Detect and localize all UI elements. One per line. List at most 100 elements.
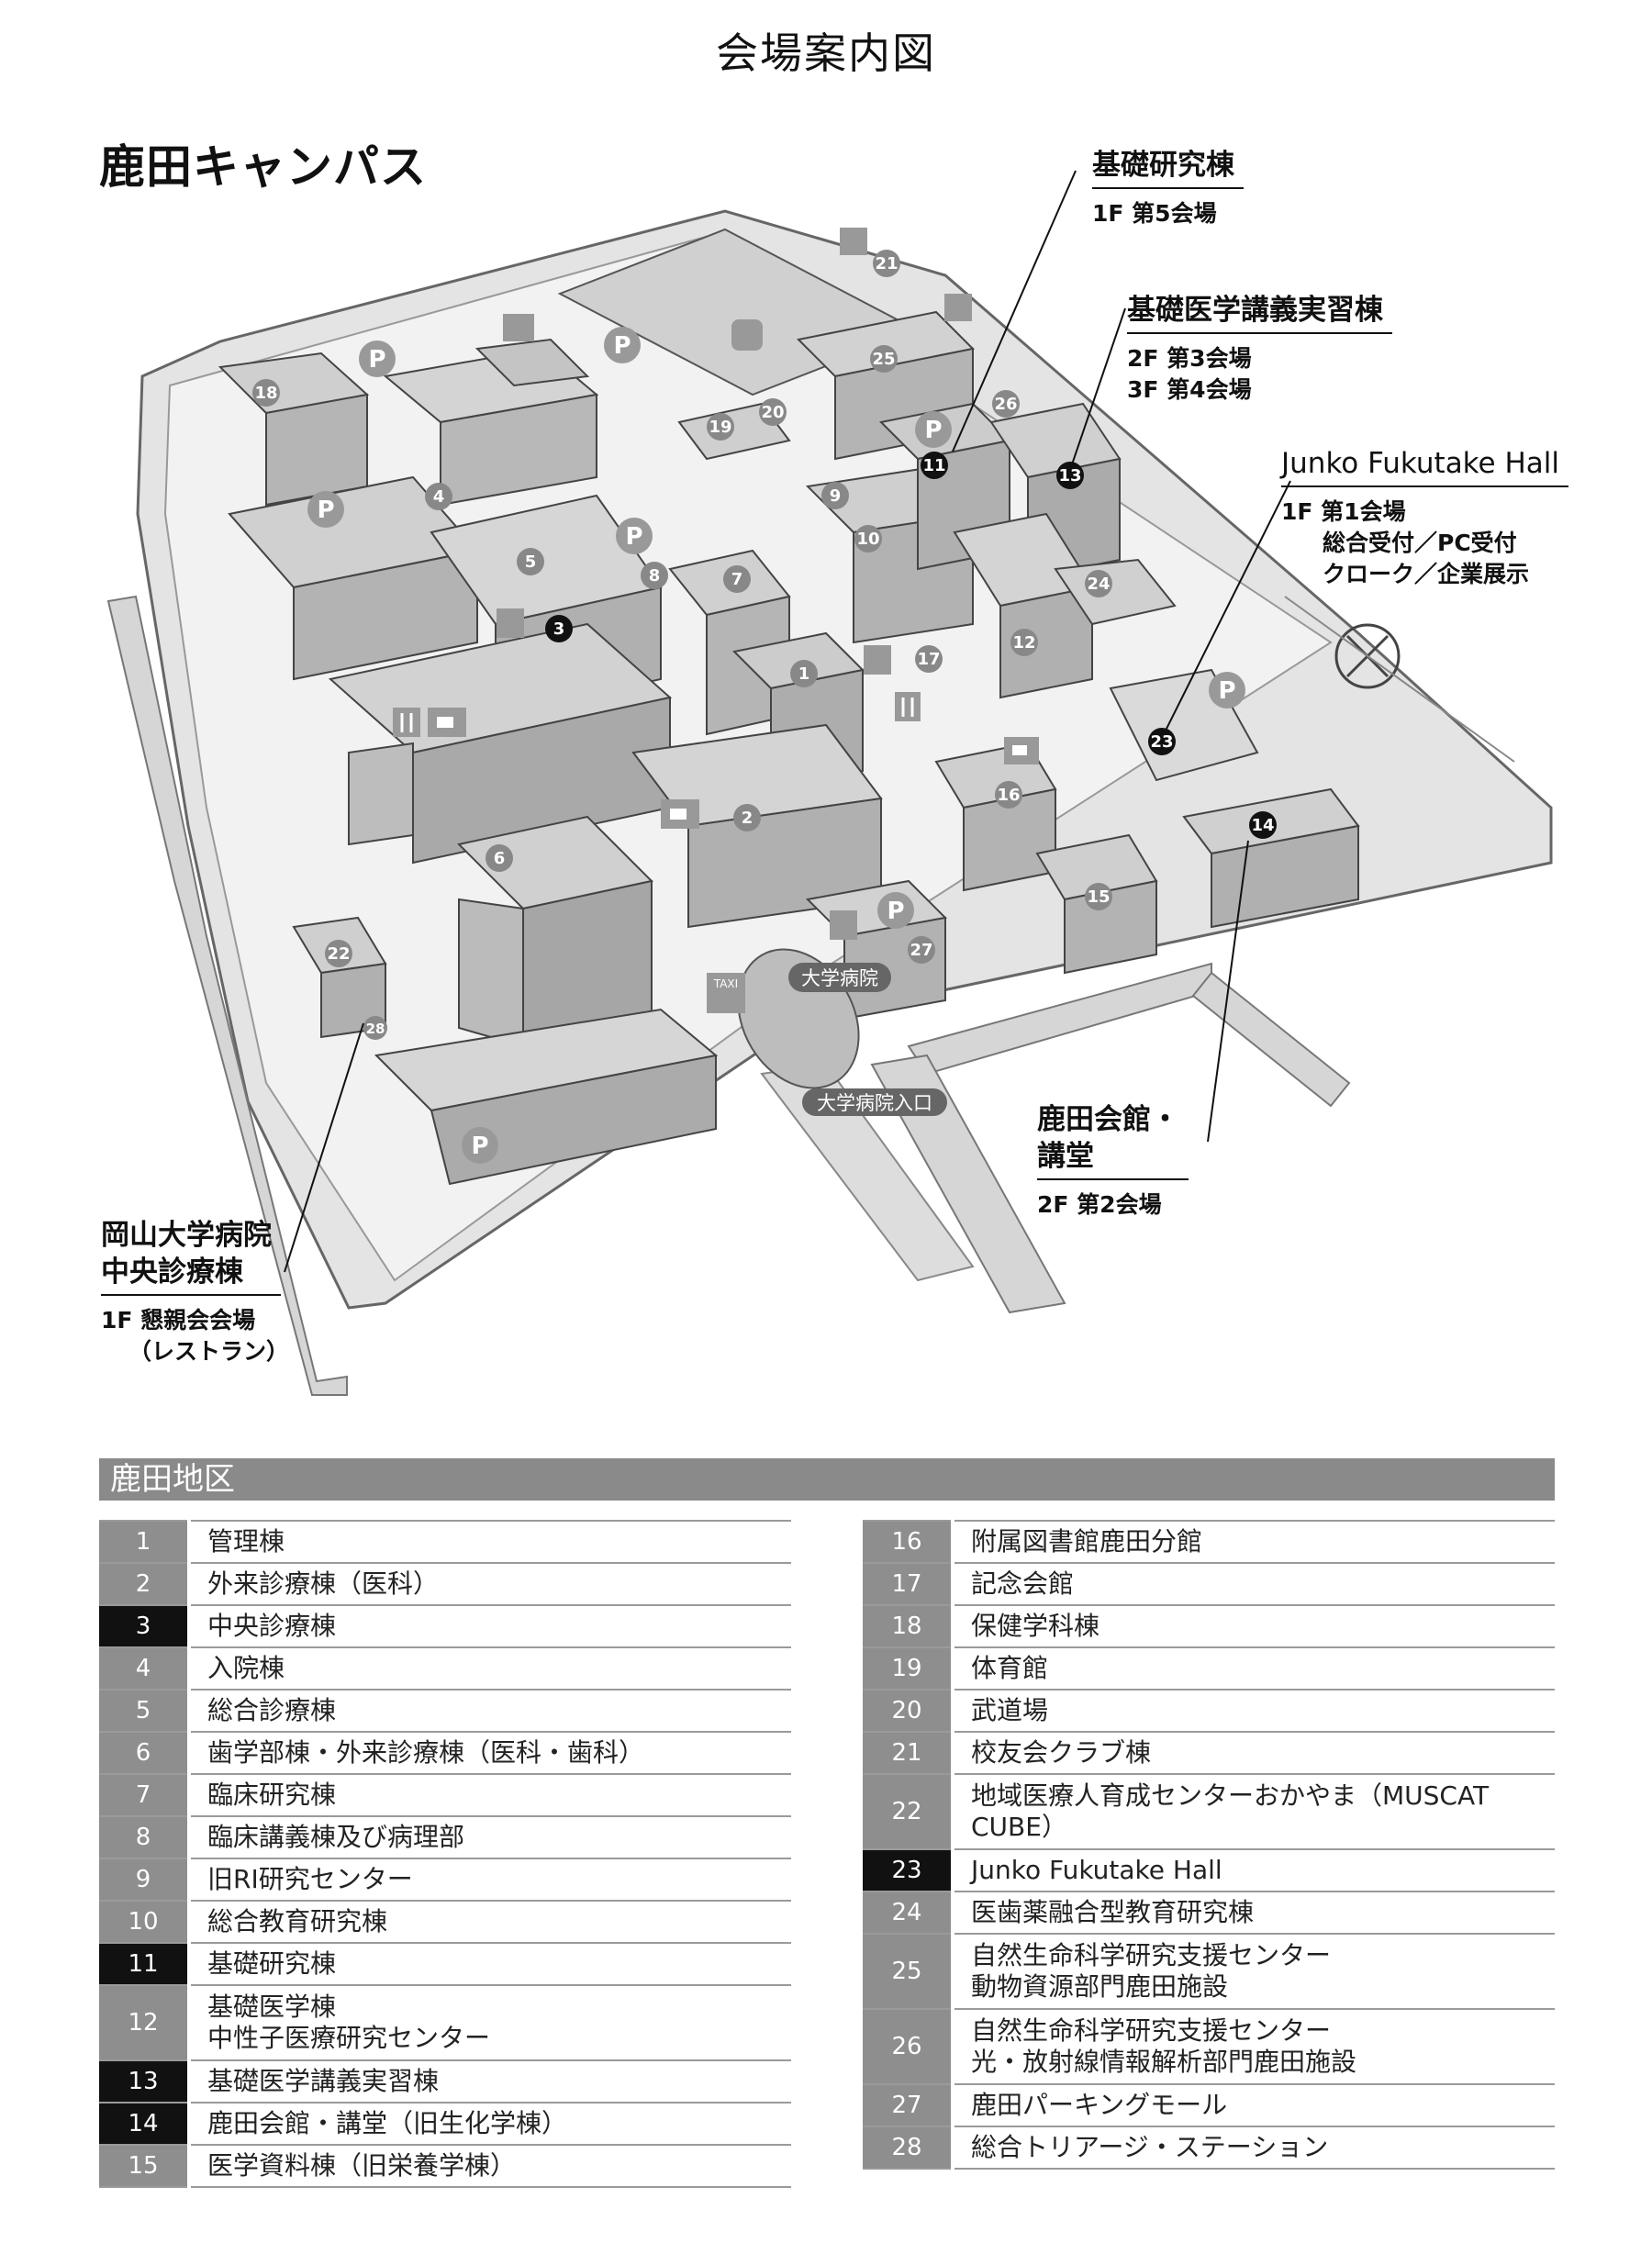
road-east bbox=[1191, 971, 1351, 1108]
pool-icon bbox=[503, 314, 534, 341]
legend-label: 総合診療棟 bbox=[189, 1689, 791, 1733]
callout-line: （レストラン） bbox=[128, 1338, 290, 1365]
legend-label: 附属図書館鹿田分館 bbox=[953, 1520, 1555, 1564]
legend-label-line: 自然生命科学研究支援センター bbox=[971, 1940, 1332, 1970]
badge-4: 4 bbox=[425, 483, 452, 510]
callout-line: 1F 第1会場 bbox=[1281, 498, 1406, 525]
badge-11: 11 bbox=[921, 452, 948, 479]
legend-label: Junko Fukutake Hall bbox=[953, 1848, 1555, 1892]
legend-label: 武道場 bbox=[953, 1689, 1555, 1733]
svg-text:26: 26 bbox=[994, 395, 1017, 414]
legend-label: 旧RI研究センター bbox=[189, 1858, 791, 1902]
sports-icon bbox=[944, 294, 972, 321]
badge-5: 5 bbox=[517, 548, 544, 575]
svg-text:大学病院入口: 大学病院入口 bbox=[817, 1092, 932, 1114]
svg-text:P: P bbox=[924, 417, 942, 444]
legend-label: 自然生命科学研究支援センター動物資源部門鹿田施設 bbox=[953, 1933, 1555, 2010]
legend-label: 臨床研究棟 bbox=[189, 1773, 791, 1817]
parking-icon: P bbox=[604, 327, 641, 363]
callout-name: 岡山大学病院 中央診療棟 bbox=[101, 1217, 281, 1296]
svg-text:6: 6 bbox=[494, 849, 506, 868]
svg-text:1: 1 bbox=[798, 664, 810, 684]
legend-label-line: 動物資源部門鹿田施設 bbox=[971, 1971, 1229, 2002]
stadium-icon bbox=[731, 319, 763, 351]
svg-text:13: 13 bbox=[1058, 466, 1081, 485]
callout-line: 2F 第2会場 bbox=[1037, 1191, 1162, 1218]
callout-name-line: 講堂 bbox=[1037, 1140, 1094, 1173]
restaurant-icon bbox=[393, 708, 420, 737]
callout-name-line: 岡山大学病院 bbox=[101, 1219, 272, 1252]
legend-label: 医学資料棟（旧栄養学棟） bbox=[189, 2144, 791, 2188]
legend-label: 中央診療棟 bbox=[189, 1604, 791, 1648]
buildings bbox=[218, 310, 1360, 1186]
tennis-icon bbox=[840, 228, 867, 255]
badge-1: 1 bbox=[790, 660, 818, 687]
campus-map: 1 2 3 4 5 6 7 8 9 10 11 12 13 14 15 16 1… bbox=[106, 170, 1553, 1396]
parking-icon: P bbox=[915, 411, 952, 448]
legend-label: 鹿田パーキングモール bbox=[953, 2083, 1555, 2127]
legend-number: 10 bbox=[99, 1900, 191, 1944]
svg-text:P: P bbox=[317, 497, 334, 524]
legend-number: 5 bbox=[99, 1689, 191, 1733]
svg-text:24: 24 bbox=[1087, 575, 1110, 594]
svg-text:P: P bbox=[887, 898, 904, 925]
legend-label: 保健学科棟 bbox=[953, 1604, 1555, 1648]
callout-line: 1F 第5会場 bbox=[1092, 200, 1217, 227]
svg-text:P: P bbox=[613, 332, 631, 360]
svg-text:17: 17 bbox=[917, 650, 940, 669]
legend-label: 管理棟 bbox=[189, 1520, 791, 1564]
badge-26: 26 bbox=[992, 390, 1020, 418]
legend-number: 1 bbox=[99, 1520, 191, 1564]
svg-text:16: 16 bbox=[997, 786, 1020, 805]
badge-23: 23 bbox=[1148, 728, 1176, 755]
legend-number: 11 bbox=[99, 1942, 191, 1986]
callout-kiso-igaku: 基礎医学講義実習棟 2F 第3会場 3F 第4会場 bbox=[1127, 292, 1392, 406]
building-number-badges: 1 2 3 4 5 6 7 8 9 10 11 12 13 14 15 16 1… bbox=[252, 250, 1277, 1040]
badge-14: 14 bbox=[1249, 811, 1277, 839]
svg-text:23: 23 bbox=[1150, 732, 1173, 752]
legend-label: 記念会館 bbox=[953, 1562, 1555, 1606]
legend-number: 7 bbox=[99, 1773, 191, 1817]
legend-number: 28 bbox=[863, 2126, 954, 2170]
callout-line: 2F 第3会場 bbox=[1127, 345, 1252, 372]
legend-number: 9 bbox=[99, 1858, 191, 1902]
hospital-label: 大学病院 bbox=[788, 963, 891, 992]
svg-text:12: 12 bbox=[1012, 633, 1035, 653]
badge-10: 10 bbox=[854, 525, 882, 552]
shop-icon bbox=[864, 645, 891, 675]
legend-number: 12 bbox=[99, 1984, 191, 2061]
legend-label: 外来診療棟（医科） bbox=[189, 1562, 791, 1606]
parking-icon: P bbox=[877, 892, 914, 929]
legend-label: 医歯薬融合型教育研究棟 bbox=[953, 1891, 1555, 1935]
callout-shikata-kaikan: 鹿田会館・ 講堂 2F 第2会場 bbox=[1037, 1101, 1189, 1221]
legend-number: 18 bbox=[863, 1604, 954, 1648]
legend-number: 6 bbox=[99, 1731, 191, 1775]
badge-18: 18 bbox=[252, 379, 280, 407]
svg-text:P: P bbox=[1218, 677, 1235, 705]
legend-label-line: CUBE） bbox=[971, 1812, 1067, 1842]
legend-label-line: 地域医療人育成センターおかやま（MUSCAT bbox=[971, 1780, 1490, 1811]
legend-number: 23 bbox=[863, 1848, 954, 1892]
callout-line: 1F 懇親会会場 bbox=[101, 1307, 256, 1334]
svg-text:5: 5 bbox=[525, 552, 537, 572]
callout-line: 3F 第4会場 bbox=[1127, 376, 1252, 403]
region-title: 鹿田地区 bbox=[99, 1458, 1555, 1501]
parking-icon: P bbox=[1209, 672, 1245, 709]
svg-text:21: 21 bbox=[875, 254, 898, 273]
svg-text:8: 8 bbox=[649, 566, 661, 586]
hospital-entrance-label: 大学病院入口 bbox=[802, 1088, 947, 1116]
